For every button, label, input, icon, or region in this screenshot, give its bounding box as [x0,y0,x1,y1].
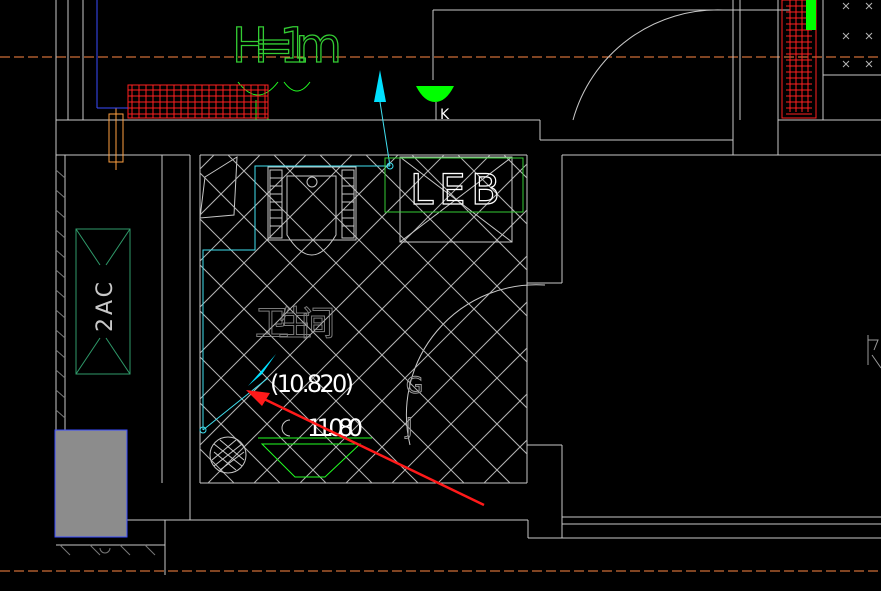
bathtub-fixture [267,166,357,256]
pipe-route [199,101,394,434]
height-note: H=1m [232,18,342,74]
led-label: LEB [410,165,500,214]
red-grille-right [781,0,817,119]
partial-glyph-right [867,335,881,369]
red-arrow-head [246,390,270,406]
gray-block [54,429,128,538]
label-j: J [404,415,413,440]
led-box [384,157,524,213]
ac-unit [75,228,131,375]
ac-label: 2AC [93,282,118,332]
green-strip [806,0,816,30]
vanity-counter [399,156,513,243]
elevation-1: (10.820) [270,370,354,398]
red-grille-left [127,84,269,119]
wall-hatch [55,169,156,556]
red-leader-line [261,396,485,507]
shower-fixture [258,437,372,478]
elevation-2: 11.080 [307,414,363,442]
walls [55,0,881,575]
lamp-icon [416,86,454,102]
label-g: G [406,374,423,399]
dashed-axis-lines [0,56,881,572]
floor-drain [209,436,247,474]
cyan-arrow-diag [248,354,276,386]
hook-mark [281,419,291,437]
cyan-arrow-up [374,70,386,102]
x-marks [842,2,873,68]
tile-grid [200,155,527,483]
room-name: 卫生间 [255,304,335,344]
switch-mark: K [440,107,450,123]
